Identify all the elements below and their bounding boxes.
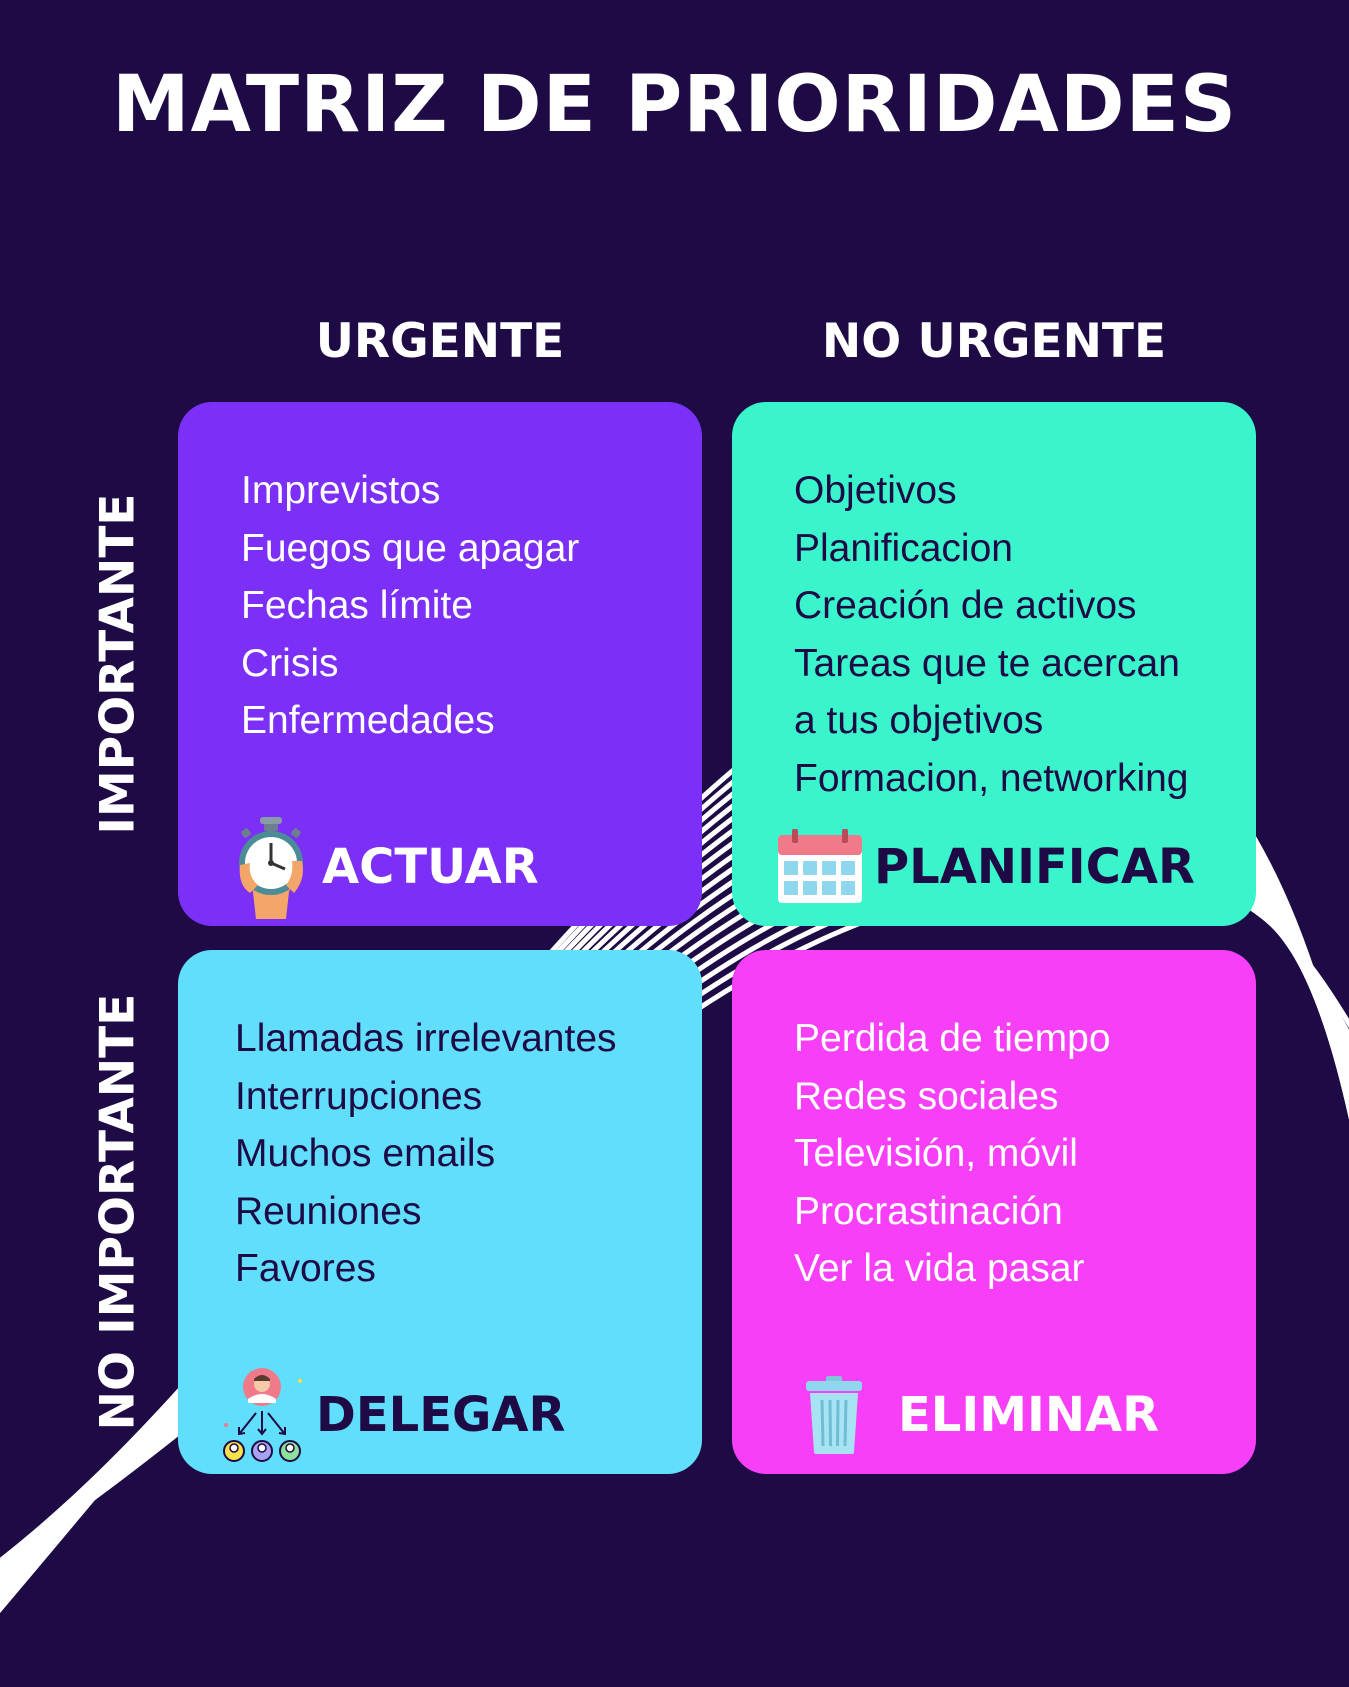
list-item: Fechas límite	[241, 584, 473, 627]
stopwatch-icon	[239, 817, 303, 919]
quadrant-actuar-items: Imprevistos Fuegos que apagar Fechas lím…	[241, 462, 579, 750]
row-header-not-important-label: NO IMPORTANTE	[90, 993, 146, 1431]
list-item: Tareas que te acercan	[794, 641, 1180, 685]
calendar-icon	[778, 829, 862, 903]
trash-can-icon	[806, 1376, 862, 1454]
action-label-delegar: DELEGAR	[316, 1387, 566, 1443]
row-header-important-label: IMPORTANTE	[90, 493, 146, 835]
quadrant-actuar: Imprevistos Fuegos que apagar Fechas lím…	[178, 402, 702, 926]
column-header-urgent: URGENTE	[315, 314, 565, 369]
action-label-eliminar: ELIMINAR	[898, 1387, 1160, 1443]
delegate-people-icon	[223, 1368, 302, 1462]
list-item: Favores	[235, 1247, 376, 1290]
list-item: Procrastinación	[794, 1189, 1063, 1233]
row-header-important: IMPORTANTE	[88, 402, 148, 926]
list-item: Enfermedades	[241, 699, 495, 742]
quadrant-planificar-items: Objetivos Planificacion Creación de acti…	[794, 462, 1189, 807]
list-item: Ver la vida pasar	[794, 1247, 1085, 1290]
list-item: a tus objetivos	[794, 699, 1044, 742]
list-item: Muchos emails	[235, 1132, 496, 1175]
quadrant-delegar: Llamadas irrelevantes Interrupciones Muc…	[178, 950, 702, 1474]
action-label-actuar: ACTUAR	[322, 839, 539, 895]
page-title: MATRIZ DE PRIORIDADES	[111, 60, 1238, 150]
list-item: Formacion, networking	[794, 756, 1189, 800]
list-item: Llamadas irrelevantes	[235, 1017, 617, 1060]
quadrant-planificar-action: PLANIFICAR	[776, 812, 1195, 922]
quadrant-eliminar: Perdida de tiempo Redes sociales Televis…	[732, 950, 1256, 1474]
quadrant-actuar-action: ACTUAR	[236, 812, 539, 922]
quadrant-planificar: Objetivos Planificacion Creación de acti…	[732, 402, 1256, 926]
list-item: Interrupciones	[235, 1074, 483, 1118]
list-item: Reuniones	[235, 1189, 422, 1233]
list-item: Fuegos que apagar	[241, 526, 580, 570]
list-item: Redes sociales	[794, 1074, 1059, 1118]
quadrant-eliminar-items: Perdida de tiempo Redes sociales Televis…	[794, 1010, 1111, 1298]
list-item: Objetivos	[794, 469, 957, 512]
row-header-not-important: NO IMPORTANTE	[88, 950, 148, 1474]
quadrant-delegar-action: DELEGAR	[220, 1360, 566, 1470]
action-label-planificar: PLANIFICAR	[874, 839, 1195, 895]
list-item: Crisis	[241, 641, 339, 685]
list-item: Planificacion	[794, 526, 1013, 570]
quadrant-delegar-items: Llamadas irrelevantes Interrupciones Muc…	[235, 1010, 617, 1298]
list-item: Creación de activos	[794, 584, 1137, 627]
list-item: Imprevistos	[241, 469, 441, 512]
list-item: Perdida de tiempo	[794, 1017, 1111, 1060]
quadrant-eliminar-action: ELIMINAR	[804, 1360, 1159, 1470]
list-item: Televisión, móvil	[794, 1132, 1078, 1175]
column-header-not-urgent: NO URGENTE	[821, 314, 1167, 369]
